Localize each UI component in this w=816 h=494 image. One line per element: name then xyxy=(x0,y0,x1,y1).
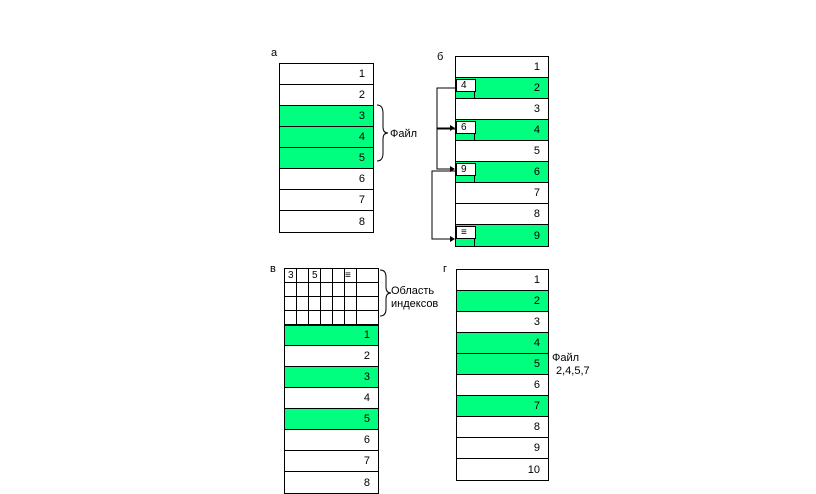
block-number: 1 xyxy=(533,274,540,286)
block-number: 9 xyxy=(533,442,540,454)
index-area-grid: 3 5 ≡ xyxy=(284,268,379,326)
next-block-pointer: ≡ xyxy=(456,226,476,239)
panel-a-block: 3 xyxy=(280,106,373,127)
panel-g-column: 1 2 3 4 5 6 7 8 9 10 xyxy=(456,269,549,481)
block-number: 2 xyxy=(533,295,540,307)
panel-v-block: 2 xyxy=(285,346,378,367)
block-number: 7 xyxy=(533,187,540,199)
file-label-g-2: 2,4,5,7 xyxy=(556,365,590,377)
block-number: 6 xyxy=(358,173,365,185)
panel-a-label: а xyxy=(271,47,278,59)
block-number: 3 xyxy=(363,371,370,383)
panel-v-column: 1 2 3 4 5 6 7 8 xyxy=(284,324,379,494)
block-number: 7 xyxy=(358,194,365,206)
linked-list-arrows xyxy=(431,87,455,240)
pointer-tail xyxy=(474,92,475,99)
file-brace-a xyxy=(376,104,389,162)
block-number: 9 xyxy=(533,229,540,242)
panel-g-block: 5 xyxy=(457,354,548,375)
next-block-pointer: 9 xyxy=(456,163,476,176)
panel-v-block: 6 xyxy=(285,430,378,451)
panel-g-block: 6 xyxy=(457,375,548,396)
panel-v-block: 7 xyxy=(285,451,378,472)
panel-a-block: 6 xyxy=(280,169,373,190)
block-number: 8 xyxy=(363,476,370,489)
panel-g-label: г xyxy=(443,263,448,275)
block-number: 4 xyxy=(358,131,365,143)
panel-a-block: 4 xyxy=(280,127,373,148)
block-number: 5 xyxy=(358,152,365,164)
panel-b-block: 3 xyxy=(456,99,548,120)
block-number: 3 xyxy=(533,103,540,115)
block-number: 6 xyxy=(363,434,370,446)
index-area-label-1: Область xyxy=(391,285,435,297)
pointer-tail xyxy=(474,176,475,183)
block-number: 2 xyxy=(358,89,365,101)
panel-g-block: 9 xyxy=(457,438,548,459)
block-number: 5 xyxy=(533,145,540,157)
block-number: 6 xyxy=(533,379,540,391)
panel-g-block: 1 xyxy=(457,270,548,291)
block-number: 3 xyxy=(358,110,365,122)
index-value-1: 3 xyxy=(288,270,294,281)
panel-a-block: 7 xyxy=(280,190,373,211)
panel-g-block: 2 xyxy=(457,291,548,312)
panel-b-block: 7 xyxy=(456,183,548,204)
file-label-a: Файл xyxy=(390,128,418,140)
panel-b-block: 9≡ xyxy=(456,225,548,246)
panel-v-block: 1 xyxy=(285,325,378,346)
block-number: 2 xyxy=(533,82,540,94)
block-number: 7 xyxy=(363,455,370,467)
panel-g-block: 4 xyxy=(457,333,548,354)
block-number: 10 xyxy=(527,463,540,476)
block-number: 8 xyxy=(358,215,365,228)
pointer-tail xyxy=(474,239,475,246)
panel-v-block: 5 xyxy=(285,409,378,430)
panel-a-block: 1 xyxy=(280,64,373,85)
block-number: 2 xyxy=(363,350,370,362)
block-number: 8 xyxy=(533,208,540,220)
block-number: 3 xyxy=(533,316,540,328)
panel-g-block: 10 xyxy=(457,459,548,480)
panel-g-block: 8 xyxy=(457,417,548,438)
block-number: 1 xyxy=(363,329,370,341)
panel-g-block: 7 xyxy=(457,396,548,417)
panel-b-block: 8 xyxy=(456,204,548,225)
panel-v-block: 4 xyxy=(285,388,378,409)
panel-b-block: 5 xyxy=(456,141,548,162)
panel-v-block: 3 xyxy=(285,367,378,388)
index-value-2: 5 xyxy=(312,270,318,281)
block-number: 7 xyxy=(533,400,540,412)
pointer-tail xyxy=(474,134,475,141)
block-number: 6 xyxy=(533,166,540,178)
block-number: 4 xyxy=(533,124,540,136)
panel-a-block: 2 xyxy=(280,85,373,106)
index-area-brace xyxy=(379,269,392,317)
panel-a-column: 1 2 3 4 5 6 7 8 xyxy=(279,63,374,233)
file-label-g-1: Файл xyxy=(552,352,580,364)
index-area-label-2: индексов xyxy=(391,298,439,310)
panel-v-block: 8 xyxy=(285,472,378,493)
block-number: 8 xyxy=(533,421,540,433)
block-number: 5 xyxy=(533,358,540,370)
block-number: 5 xyxy=(363,413,370,425)
panel-b-label: б xyxy=(437,51,444,63)
index-value-end: ≡ xyxy=(345,270,351,281)
block-number: 1 xyxy=(358,68,365,80)
next-block-pointer: 4 xyxy=(456,79,476,92)
block-number: 4 xyxy=(533,337,540,349)
panel-a-block: 5 xyxy=(280,148,373,169)
panel-v-label: в xyxy=(270,263,276,275)
next-block-pointer: 6 xyxy=(456,121,476,134)
block-number: 4 xyxy=(363,392,370,404)
panel-b-block: 1 xyxy=(456,57,548,78)
block-number: 1 xyxy=(533,61,540,73)
panel-a-block: 8 xyxy=(280,211,373,232)
panel-g-block: 3 xyxy=(457,312,548,333)
